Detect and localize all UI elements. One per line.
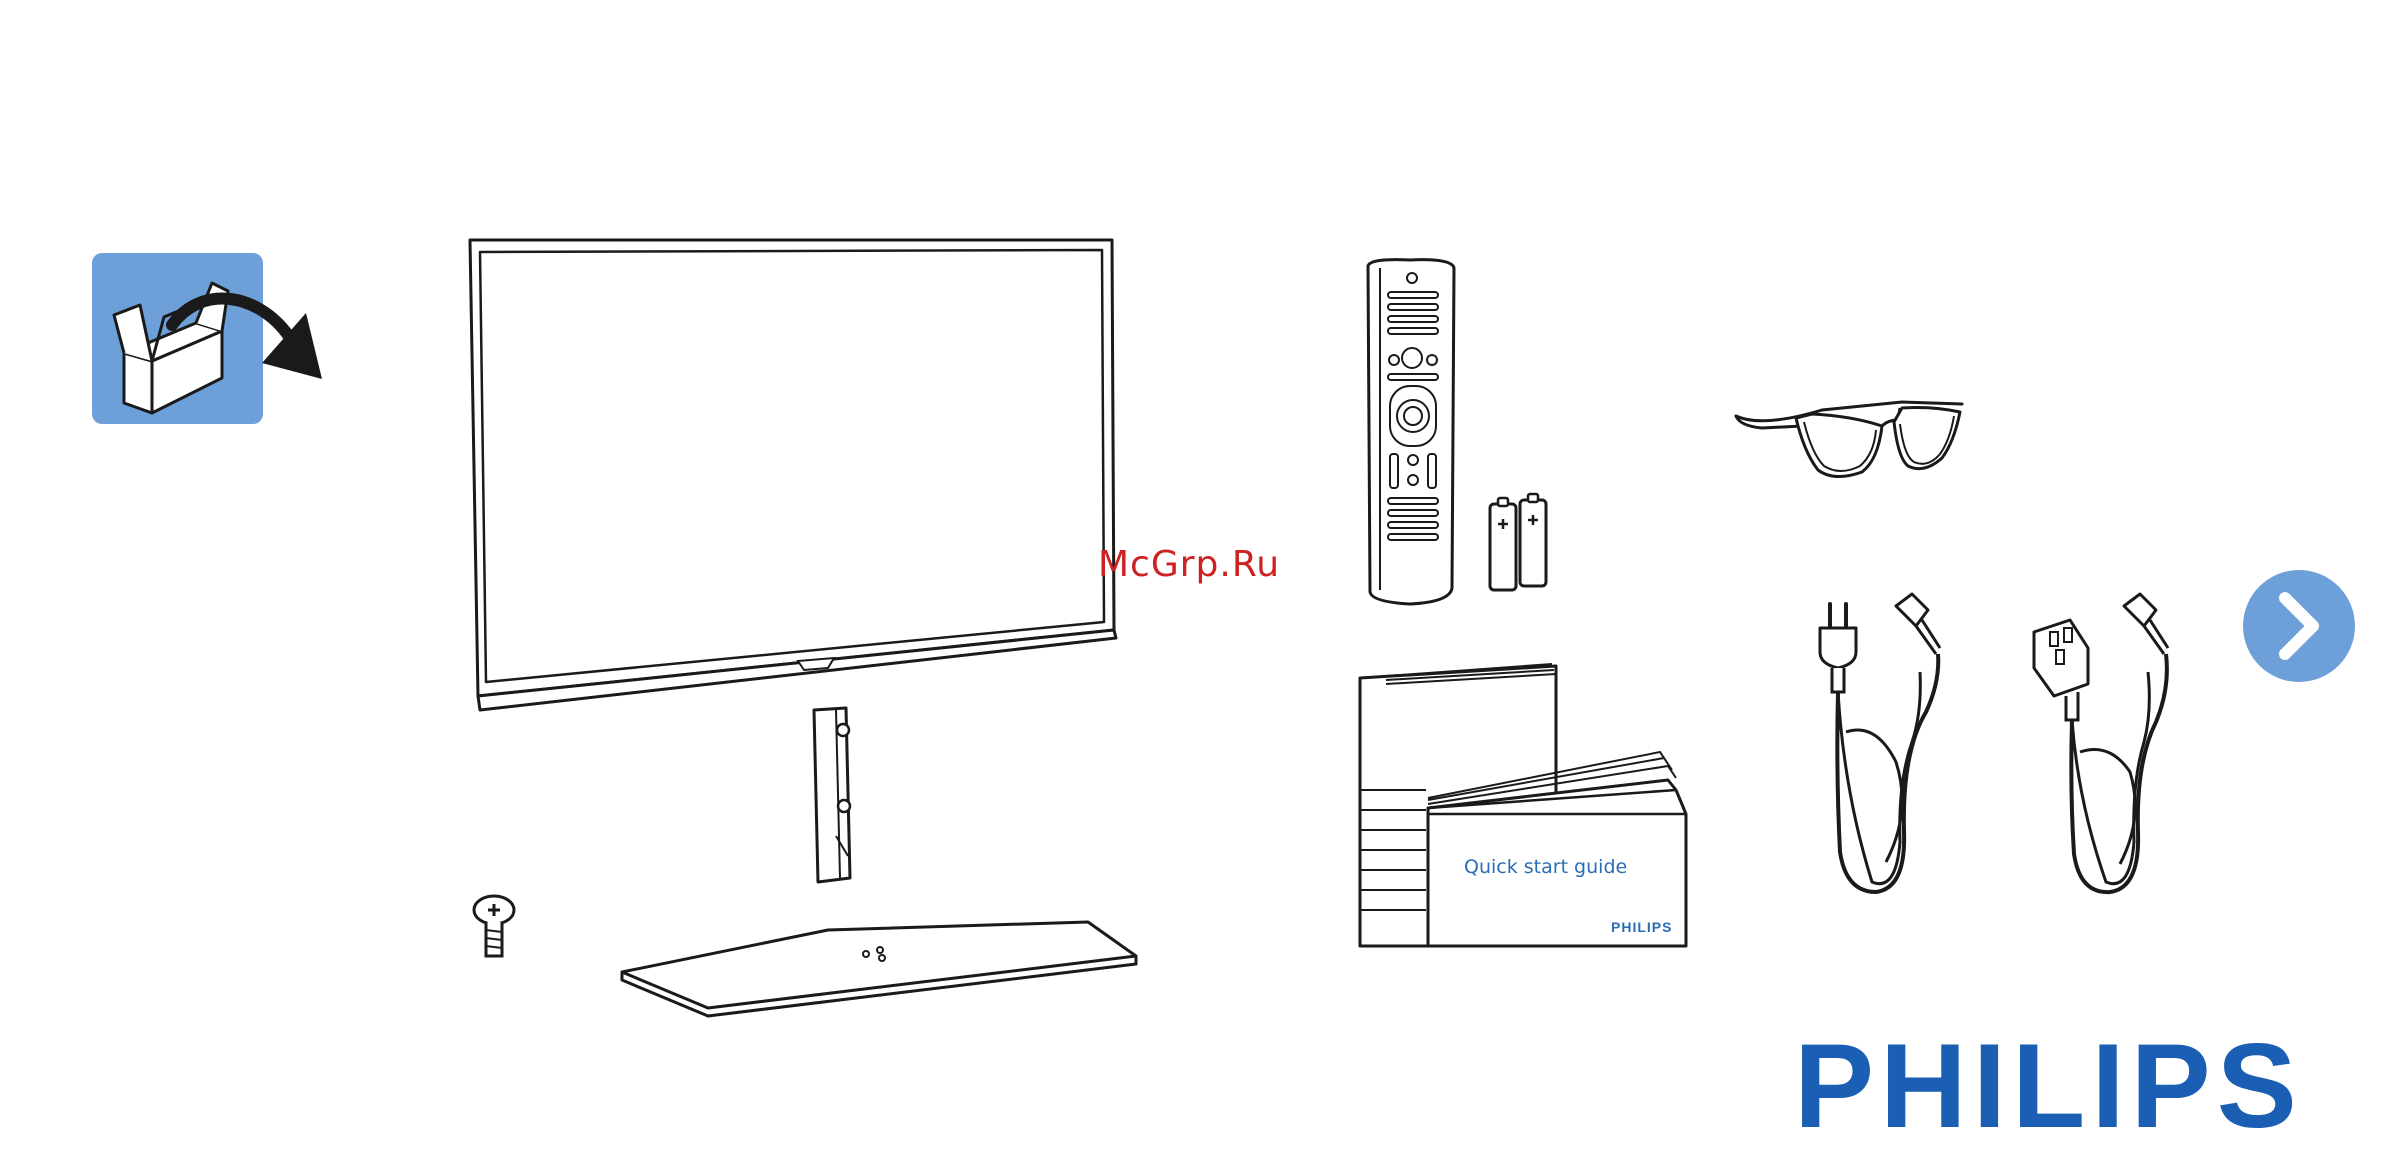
remote-control-illustration	[1360, 258, 1460, 608]
booklets-illustration	[1356, 660, 1696, 950]
power-cord-uk-illustration	[2030, 592, 2190, 902]
batteries-illustration	[1484, 494, 1554, 594]
glasses-illustration	[1732, 398, 1972, 488]
next-page-button[interactable]	[2243, 570, 2355, 682]
screw-illustration	[472, 894, 516, 964]
power-cord-eu-illustration	[1816, 592, 1956, 902]
quick-start-guide-title: Quick start guide	[1464, 856, 1627, 878]
chevron-right-icon	[2243, 570, 2355, 682]
watermark-text: McGrp.Ru	[1098, 544, 1280, 585]
philips-logo: PHILIPS	[1794, 1026, 2303, 1146]
tv-illustration	[468, 236, 1138, 716]
quick-start-guide-brand: PHILIPS	[1611, 919, 1672, 935]
unbox-icon	[92, 253, 332, 433]
stand-neck-illustration	[810, 706, 860, 886]
stand-base-illustration	[618, 918, 1138, 1018]
